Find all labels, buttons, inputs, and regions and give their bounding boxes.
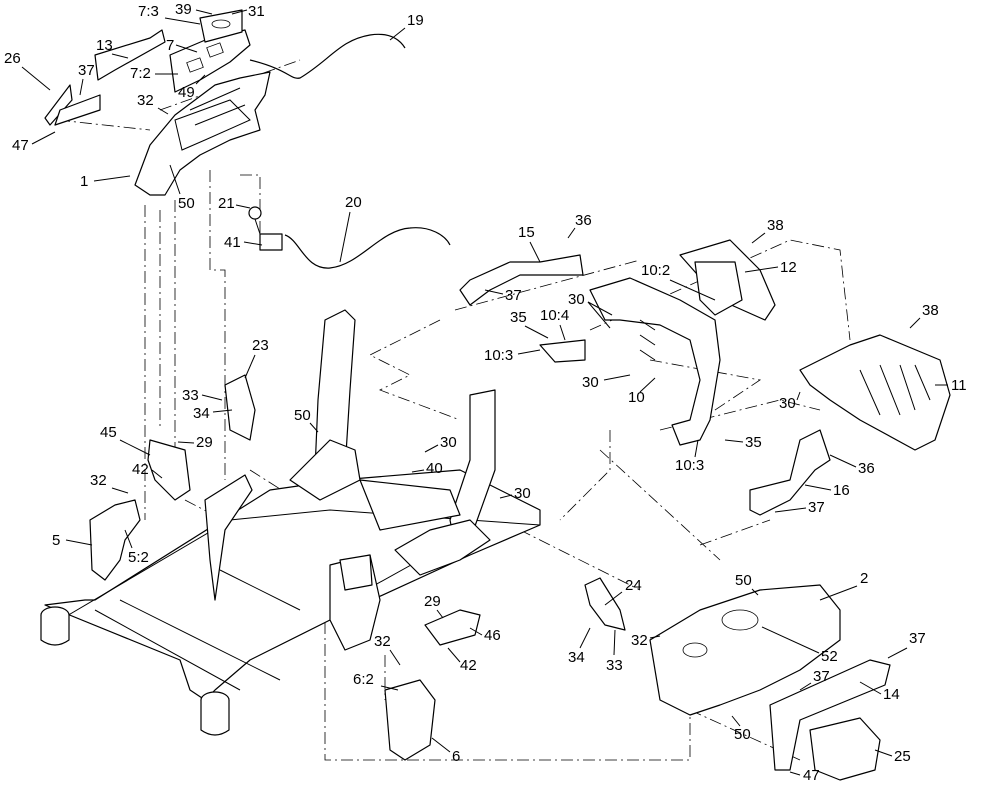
callout-label: 10 <box>628 389 645 406</box>
callout-label: 36 <box>858 460 875 477</box>
callout-label: 52 <box>821 648 838 665</box>
callout-label: 39 <box>175 1 192 18</box>
callout-label: 32 <box>137 92 154 109</box>
callout-label: 38 <box>767 217 784 234</box>
callout-label: 47 <box>803 767 820 784</box>
callout-label: 6 <box>452 748 460 765</box>
callout-label: 11 <box>951 377 967 394</box>
callout-label: 50 <box>294 407 311 424</box>
callout-label: 21 <box>218 195 235 212</box>
callout-label: 49 <box>178 84 195 101</box>
callout-label: 23 <box>252 337 269 354</box>
callout-label: 20 <box>345 194 362 211</box>
callout-label: 5:2 <box>128 549 149 566</box>
callout-label: 50 <box>178 195 195 212</box>
callout-label: 7 <box>166 37 174 54</box>
callout-label: 40 <box>426 460 443 477</box>
callout-label: 45 <box>100 424 117 441</box>
callout-label: 41 <box>224 234 241 251</box>
callout-label: 10:4 <box>540 307 569 324</box>
callout-label: 10:2 <box>641 262 670 279</box>
callout-label: 35 <box>510 309 527 326</box>
callout-label: 50 <box>735 572 752 589</box>
callout-label: 30 <box>779 395 796 412</box>
callout-label: 37 <box>909 630 926 647</box>
callout-label: 42 <box>132 461 149 478</box>
callout-label: 37 <box>808 499 825 516</box>
callout-label: 25 <box>894 748 911 765</box>
callout-label: 46 <box>484 627 501 644</box>
callout-label: 26 <box>4 50 21 67</box>
right-components <box>424 239 951 781</box>
callout-label: 29 <box>424 593 441 610</box>
callout-label: 10:3 <box>484 347 513 364</box>
callout-label: 34 <box>193 405 210 422</box>
callout-label: 38 <box>922 302 939 319</box>
callout-label: 16 <box>833 482 850 499</box>
left-brackets <box>89 374 436 761</box>
callout-label: 30 <box>568 291 585 308</box>
callouts: 7:3 39 31 19 13 7 26 37 7:2 49 32 47 1 5… <box>4 1 967 784</box>
callout-label: 5 <box>52 532 60 549</box>
switch-21-41 <box>248 206 283 251</box>
callout-label: 34 <box>568 649 585 666</box>
callout-label: 7:2 <box>130 65 151 82</box>
callout-label: 14 <box>883 686 900 703</box>
callout-label: 32 <box>374 633 391 650</box>
callout-label: 42 <box>460 657 477 674</box>
callout-label: 2 <box>860 570 868 587</box>
callout-label: 50 <box>734 726 751 743</box>
callout-label: 7:3 <box>138 3 159 20</box>
callout-label: 13 <box>96 37 113 54</box>
callout-label: 6:2 <box>353 671 374 688</box>
callout-label: 10:3 <box>675 457 704 474</box>
callout-label: 19 <box>407 12 424 29</box>
callout-label: 37 <box>813 668 830 685</box>
callout-label: 15 <box>518 224 535 241</box>
callout-label: 32 <box>631 632 648 649</box>
callout-label: 33 <box>182 387 199 404</box>
callout-label: 37 <box>78 62 95 79</box>
cable-19 <box>249 33 406 79</box>
callout-label: 32 <box>90 472 107 489</box>
callout-label: 30 <box>514 485 531 502</box>
callout-label: 31 <box>248 3 265 20</box>
callout-label: 29 <box>196 434 213 451</box>
callout-label: 1 <box>80 173 88 190</box>
callout-label: 37 <box>505 287 522 304</box>
callout-label: 24 <box>625 577 642 594</box>
callout-label: 30 <box>582 374 599 391</box>
callout-label: 47 <box>12 137 29 154</box>
control-panel-assembly <box>44 9 271 196</box>
callout-label: 35 <box>745 434 762 451</box>
callout-label: 30 <box>440 434 457 451</box>
callout-label: 12 <box>780 259 797 276</box>
callout-label: 36 <box>575 212 592 229</box>
main-frame <box>40 309 541 736</box>
cable-20 <box>284 227 451 269</box>
callout-label: 33 <box>606 657 623 674</box>
